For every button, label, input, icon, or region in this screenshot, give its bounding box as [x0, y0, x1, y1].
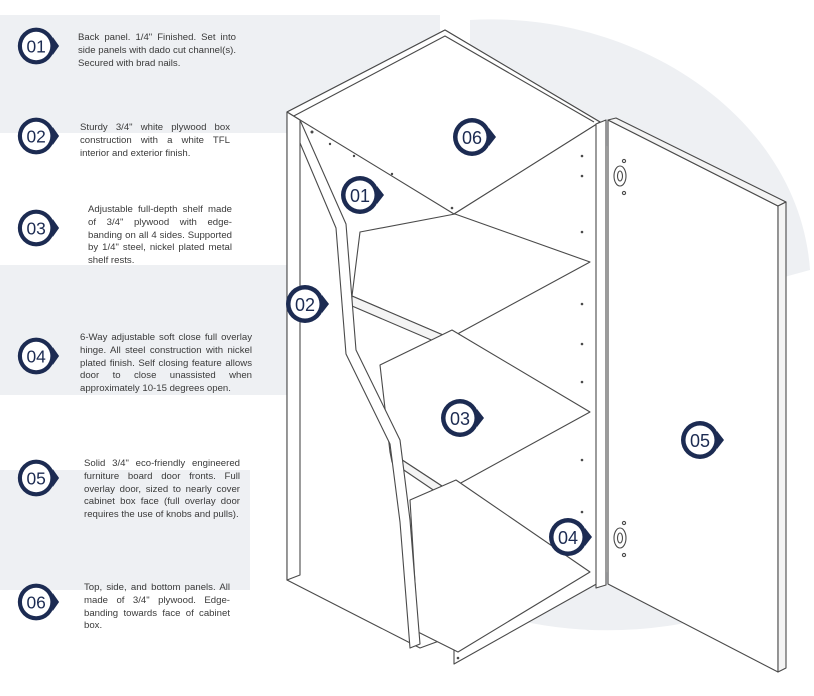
callout-05: 05 — [681, 421, 724, 459]
hinge-cup-bottom — [613, 527, 627, 549]
callout-label: 05 — [690, 431, 710, 451]
badge-01: 01 — [16, 24, 60, 68]
callout-01: 01 — [341, 176, 384, 214]
badge-04: 04 — [16, 334, 60, 378]
badge-06: 06 — [16, 580, 60, 624]
callout-label: 04 — [558, 528, 578, 548]
badge-label: 04 — [26, 346, 46, 366]
badge-label: 05 — [26, 468, 45, 488]
side-cutaway-edge — [291, 119, 421, 649]
note-text: Solid 3/4" eco-friendly engineered furni… — [84, 458, 240, 521]
callout-03: 03 — [441, 399, 484, 437]
shelf-1 — [351, 213, 591, 339]
callout-02: 02 — [286, 285, 329, 323]
callout-label: 02 — [295, 295, 315, 315]
badge-label: 02 — [26, 126, 45, 146]
note-text: 6-Way adjustable soft close full overlay… — [80, 332, 252, 395]
cabinet-door — [607, 119, 779, 673]
note-text: Sturdy 3/4" white plywood box constructi… — [80, 122, 230, 159]
note-text: Adjustable full-depth shelf made of 3/4"… — [88, 204, 232, 267]
badge-05: 05 — [16, 456, 60, 500]
callout-label: 06 — [462, 128, 482, 148]
badge-label: 01 — [26, 36, 45, 56]
callout-label: 01 — [350, 186, 370, 206]
note-text: Top, side, and bottom panels. All made o… — [84, 582, 230, 632]
hinge-cup-top — [613, 165, 627, 187]
callout-04: 04 — [549, 518, 592, 556]
callout-label: 03 — [450, 409, 470, 429]
badge-label: 03 — [26, 218, 45, 238]
callout-06: 06 — [453, 118, 496, 156]
face-frame-post — [595, 119, 607, 589]
badge-03: 03 — [16, 206, 60, 250]
badge-label: 06 — [26, 592, 45, 612]
note-text: Back panel. 1/4" Finished. Set into side… — [78, 32, 236, 69]
badge-02: 02 — [16, 114, 60, 158]
